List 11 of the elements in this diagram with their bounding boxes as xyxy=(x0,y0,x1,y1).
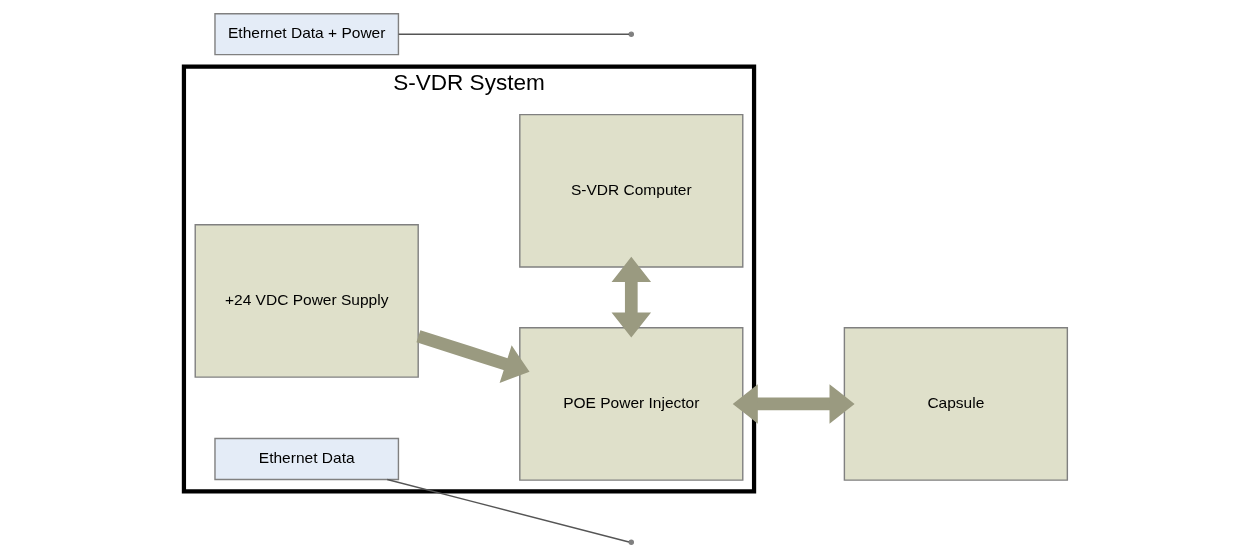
connector xyxy=(386,478,630,543)
arrow xyxy=(611,256,651,338)
node-box: +24 VDC Power Supply xyxy=(194,224,419,378)
connector xyxy=(397,33,630,35)
node-box: S-VDR Computer xyxy=(518,113,743,268)
node-box: Ethernet Data xyxy=(213,437,399,481)
node-box: Ethernet Data + Power xyxy=(213,13,399,56)
node-box: POE Power Injector xyxy=(518,327,743,481)
node-box: Capsule xyxy=(843,327,1068,481)
arrow xyxy=(415,330,530,383)
arrow xyxy=(732,384,855,424)
